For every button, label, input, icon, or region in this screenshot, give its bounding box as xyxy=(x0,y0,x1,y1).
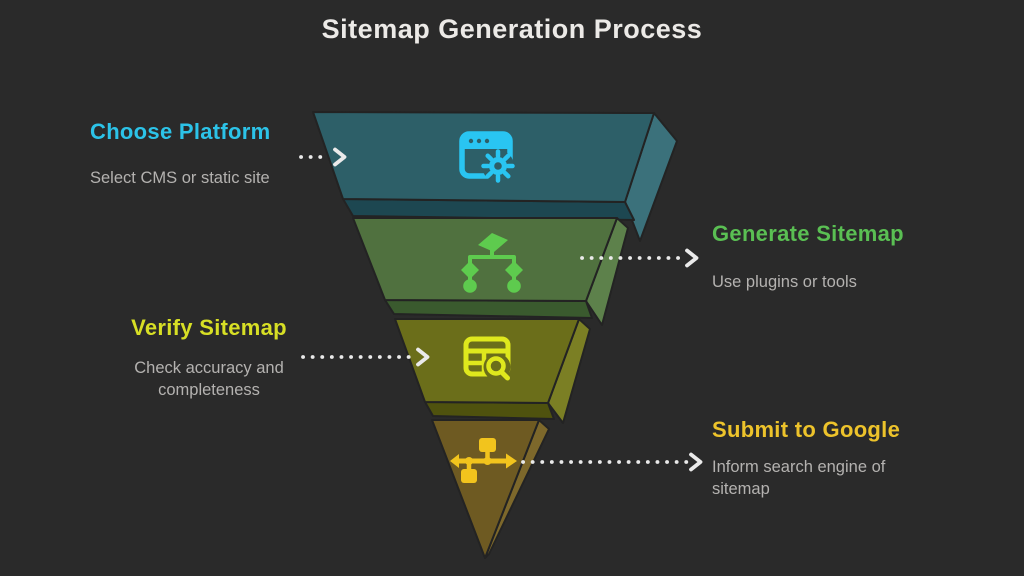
arrow-verify-sitemap xyxy=(301,347,430,367)
segment-3-bottom-face xyxy=(424,401,555,420)
step-1-text-block: Choose Platform Select CMS or static sit… xyxy=(90,118,320,189)
arrowhead-icon xyxy=(416,347,430,367)
connector-arrows xyxy=(299,147,703,472)
arrow-submit-to-google xyxy=(521,452,703,472)
segment-1-front-face xyxy=(312,111,655,203)
step-3-text-block: Verify Sitemap Check accuracy and comple… xyxy=(100,314,318,401)
browser-settings-icon xyxy=(459,131,515,183)
step-3-description: Check accuracy and completeness xyxy=(134,358,284,399)
step-4-label: Submit to Google xyxy=(712,417,901,442)
funnel-segment-2 xyxy=(352,217,629,326)
step-4-description: Inform search engine of sitemap xyxy=(712,457,886,498)
funnel-segment-1 xyxy=(312,111,678,242)
sitemap-flow-icon xyxy=(450,438,517,483)
segment-2-bottom-face xyxy=(384,299,593,319)
page-title: Sitemap Generation Process xyxy=(321,14,703,44)
step-4-text-block: Submit to Google Inform search engine of… xyxy=(712,416,962,500)
segment-2-front-face xyxy=(352,217,618,302)
step-1-description: Select CMS or static site xyxy=(90,168,270,187)
step-1-label: Choose Platform xyxy=(90,119,271,144)
step-2-label: Generate Sitemap xyxy=(712,221,904,246)
arrow-choose-platform xyxy=(299,147,347,167)
flowchart-icon xyxy=(461,233,523,293)
arrowhead-icon xyxy=(689,452,703,472)
table-search-icon xyxy=(463,336,511,381)
arrow-generate-sitemap xyxy=(580,248,699,268)
arrowhead-icon xyxy=(333,147,347,167)
step-2-text-block: Generate Sitemap Use plugins or tools xyxy=(712,220,952,293)
step-3-label: Verify Sitemap xyxy=(131,315,287,340)
arrowhead-icon xyxy=(685,248,699,268)
step-2-description: Use plugins or tools xyxy=(712,272,857,291)
